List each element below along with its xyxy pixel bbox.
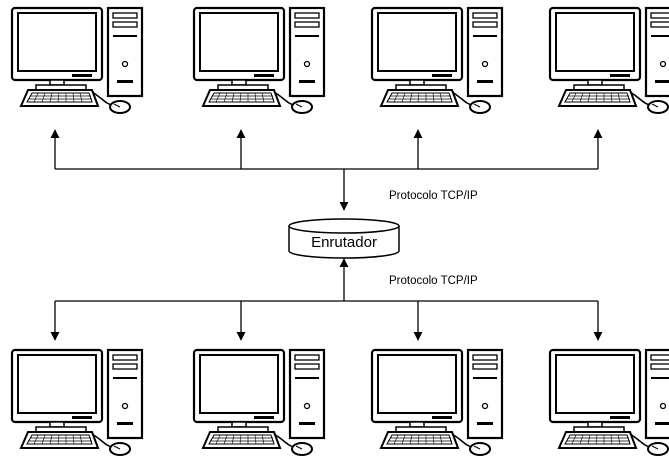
- computer-top-4: [548, 6, 669, 115]
- computer-top-2: [192, 6, 326, 115]
- computer-bottom-1: [10, 348, 144, 457]
- computer-bottom-4: [548, 348, 669, 457]
- router-label: Enrutador: [311, 234, 377, 251]
- computer-bottom-2: [192, 348, 326, 457]
- computer-top-3: [370, 6, 504, 115]
- computer-top-1: [10, 6, 144, 115]
- computer-bottom-3: [370, 348, 504, 457]
- top-network-bus: [50, 129, 603, 211]
- top-protocol-label: Protocolo TCP/IP: [389, 190, 478, 202]
- router: Enrutador: [288, 218, 400, 259]
- bottom-network-bus: [50, 258, 603, 341]
- bottom-protocol-label: Protocolo TCP/IP: [389, 275, 478, 287]
